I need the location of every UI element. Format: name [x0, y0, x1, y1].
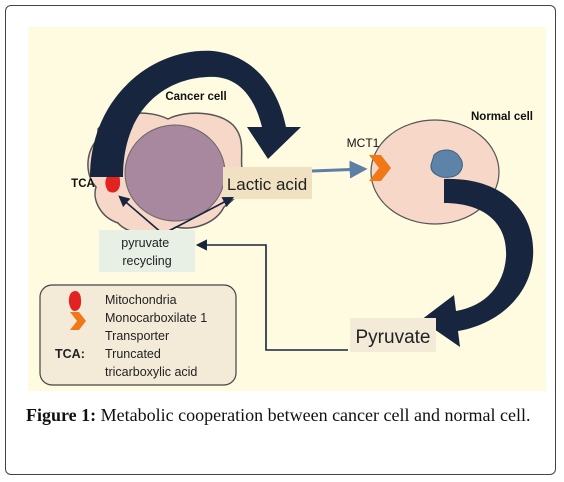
recycling-to-lactic-arrow [162, 196, 234, 235]
right-curved-arrow [421, 178, 534, 347]
pyruvate-label: Pyruvate [356, 327, 431, 348]
legend-transporter-label: Monocarboxilate 1 Transporter [105, 311, 211, 343]
legend-transporter-line2: Transporter [105, 329, 169, 343]
pyruvate-recycling-line1: pyruvate [121, 236, 169, 250]
pyruvate-recycling-line2: recycling [122, 254, 171, 268]
cancer-cell-label: Cancer cell [165, 91, 226, 103]
mct1-label: MCT1 [347, 136, 380, 150]
legend-tca-line2: tricarboxylic acid [105, 365, 197, 379]
cancer-nucleus [124, 124, 226, 222]
figure-label: Figure 1: [26, 405, 97, 425]
legend-tca-line1: Truncated [105, 347, 161, 361]
lactic-acid-label: Lactic acid [227, 175, 307, 194]
figure-frame: Lactic acid pyruvate recycling Pyruvate … [5, 5, 556, 475]
tca-label: TCA [71, 178, 95, 190]
caption-text: Metabolic cooperation between cancer cel… [100, 405, 531, 425]
normal-nucleus [430, 149, 463, 178]
legend-transporter-line1: Monocarboxilate 1 [105, 311, 207, 325]
pyruvate-box [350, 318, 436, 352]
pyruvate-recycling-box [99, 230, 195, 272]
legend-transporter-icon [70, 312, 86, 330]
legend-mitochondria-label: Mitochondria [105, 293, 177, 307]
normal-cell-label: Normal cell [471, 111, 533, 123]
lactic-acid-box [223, 167, 312, 199]
figure-caption: Figure 1: Metabolic cooperation between … [26, 403, 551, 427]
legend-box [39, 284, 237, 386]
legend-tca-key: TCA: [55, 347, 85, 361]
legend-tca-desc: Truncated tricarboxylic acid [105, 347, 197, 379]
mct1-transporter-icon [369, 155, 391, 181]
lactic-to-mct1-arrow [311, 160, 368, 179]
pyruvate-to-recycling-arrow [195, 239, 348, 351]
top-curved-arrow [90, 50, 301, 177]
pyruvate-recycling-label: pyruvate recycling [121, 236, 172, 268]
metabolic-diagram: Lactic acid pyruvate recycling Pyruvate … [28, 27, 546, 391]
legend-mitochondria-icon [68, 291, 82, 311]
recycling-to-tca-arrow [118, 195, 164, 235]
